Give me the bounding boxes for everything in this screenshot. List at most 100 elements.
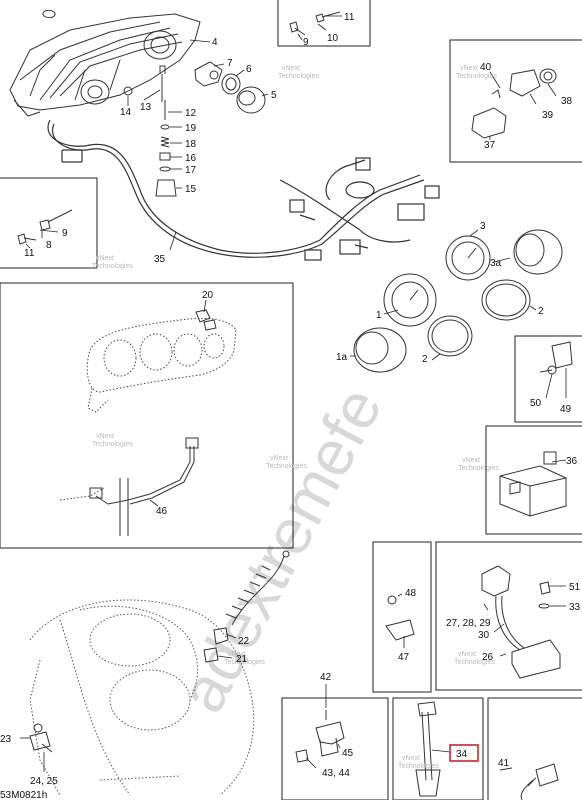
wiring-harness (47, 119, 440, 261)
callout[interactable]: 49 (560, 404, 572, 415)
callout[interactable]: 37 (484, 140, 496, 151)
callout[interactable]: 3a (490, 258, 502, 269)
callout[interactable]: 2 (538, 306, 544, 317)
wm-small: vNext (458, 651, 476, 658)
callout[interactable]: 10 (327, 33, 339, 44)
callout[interactable]: 46 (156, 506, 168, 517)
wm-small: vNext (282, 65, 300, 72)
tether-cord (203, 550, 290, 663)
callout[interactable]: 47 (398, 652, 410, 663)
wm-small: Technologies (224, 659, 265, 666)
callout[interactable]: 42 (320, 672, 332, 683)
callout[interactable]: 22 (238, 636, 250, 647)
callout[interactable]: 41 (498, 758, 510, 769)
regulator-part (481, 565, 561, 679)
relay-assembly (471, 68, 557, 139)
small-watermarks: vNext Technologies vNext Technologies vN… (92, 65, 499, 770)
callout[interactable]: 9 (62, 228, 68, 239)
bracket-part (385, 595, 415, 641)
highlight-box-34 (449, 744, 479, 762)
callout[interactable]: 27, 28, 29 (446, 618, 491, 629)
callout-highlighted[interactable]: 34 (456, 749, 468, 760)
callout[interactable]: 48 (405, 588, 417, 599)
callout[interactable]: 36 (566, 456, 578, 467)
wm-small: Technologies (454, 659, 495, 666)
callout[interactable]: 40 (480, 62, 492, 73)
cluster-small-parts (89, 309, 217, 536)
wm-small: Technologies (266, 463, 307, 470)
wm-small: Technologies (458, 465, 499, 472)
callout[interactable]: 14 (120, 107, 132, 118)
callout[interactable]: 13 (140, 102, 152, 113)
callout[interactable]: 4 (212, 37, 218, 48)
wm-small: vNext (270, 455, 288, 462)
callout[interactable]: 9 (303, 37, 309, 48)
box-sender (487, 697, 582, 800)
box-bracket (372, 541, 432, 693)
callout[interactable]: 1 (376, 310, 382, 321)
callout[interactable]: 45 (342, 748, 354, 759)
instrument-cluster (59, 317, 237, 501)
callout-numbers: 4 11 9 10 7 6 5 14 13 12 19 18 16 17 15 … (0, 12, 581, 787)
callout[interactable]: 16 (185, 153, 197, 164)
box-regulator (435, 541, 582, 691)
callout[interactable]: 39 (542, 110, 554, 121)
wm-small: Technologies (92, 263, 133, 270)
wm-small: vNext (460, 65, 478, 72)
callout[interactable]: 20 (202, 290, 214, 301)
callout[interactable]: 50 (530, 398, 542, 409)
bulb-parts (123, 61, 266, 197)
gauges (353, 229, 563, 373)
box-screw-detail (277, 0, 371, 47)
callout[interactable]: 30 (478, 630, 490, 641)
callout[interactable]: 24, 25 (30, 776, 58, 787)
sensor-part (539, 341, 573, 375)
callout[interactable]: 17 (185, 165, 197, 176)
callout[interactable]: 3 (480, 221, 486, 232)
callout[interactable]: 11 (344, 12, 355, 23)
callout[interactable]: 1a (336, 352, 348, 363)
callout[interactable]: 5 (271, 90, 277, 101)
wm-small: vNext (96, 255, 114, 262)
wm-small: Technologies (398, 763, 439, 770)
wm-small: Technologies (92, 441, 133, 448)
callout[interactable]: 15 (185, 184, 197, 195)
callout[interactable]: 38 (561, 96, 573, 107)
callout[interactable]: 35 (154, 254, 166, 265)
box-fuse (485, 425, 582, 535)
box-left-screw-detail (0, 177, 98, 269)
box-switch (281, 697, 389, 800)
switch-assembly (295, 710, 345, 763)
headlight-housing (9, 9, 201, 117)
wm-small: vNext (402, 755, 420, 762)
callout[interactable]: 12 (185, 108, 197, 119)
leader-lines (20, 15, 567, 787)
screw-set-left (17, 209, 73, 245)
box-cluster (0, 282, 294, 549)
callout[interactable]: 23 (0, 734, 12, 745)
callout[interactable]: 43, 44 (322, 768, 350, 779)
callout[interactable]: 7 (227, 58, 233, 69)
wm-small: vNext (96, 433, 114, 440)
callout[interactable]: 6 (246, 64, 252, 75)
wm-small: Technologies (278, 73, 319, 80)
callout[interactable]: 19 (185, 123, 197, 134)
callout[interactable]: 8 (46, 240, 52, 251)
callout[interactable]: 26 (482, 652, 494, 663)
watermark-text: adextremefe (165, 376, 396, 724)
box-probe (392, 697, 484, 800)
callout[interactable]: 21 (236, 654, 248, 665)
callout[interactable]: 2 (422, 354, 428, 365)
console-dotted (29, 599, 255, 796)
callout[interactable]: 51 (569, 582, 581, 593)
callout[interactable]: 11 (24, 248, 35, 259)
box-relay (449, 39, 582, 163)
callout[interactable]: 33 (569, 602, 581, 613)
callout[interactable]: 18 (185, 139, 197, 150)
wm-small: Technologies (456, 73, 497, 80)
sender-part (499, 763, 559, 800)
drawing-code: 53M0821h (0, 790, 47, 800)
wm-small: vNext (462, 457, 480, 464)
